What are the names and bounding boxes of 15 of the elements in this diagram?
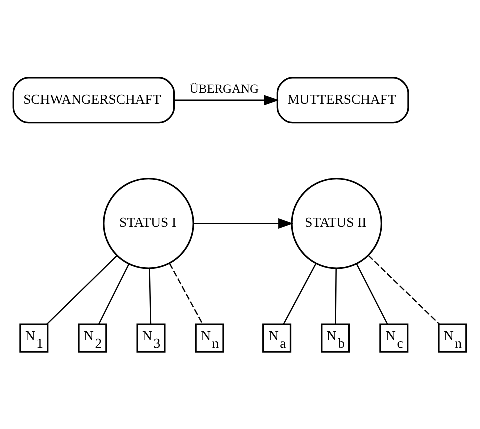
connector [368, 254, 440, 324]
connector [46, 255, 118, 324]
node-box: MUTTERSCHAFT [276, 76, 410, 124]
node-circle: STATUS II [291, 178, 382, 269]
connector [356, 263, 388, 324]
connector [169, 262, 204, 324]
connector [149, 268, 152, 324]
node-box: SCHWANGERSCHAFT [12, 76, 176, 124]
edge-label: ÜBERGANG [190, 81, 259, 96]
connector [335, 268, 337, 324]
connector [283, 263, 317, 324]
arrow [194, 218, 294, 228]
arrow [174, 94, 280, 106]
node-circle: STATUS I [103, 178, 194, 269]
connector [98, 263, 130, 324]
